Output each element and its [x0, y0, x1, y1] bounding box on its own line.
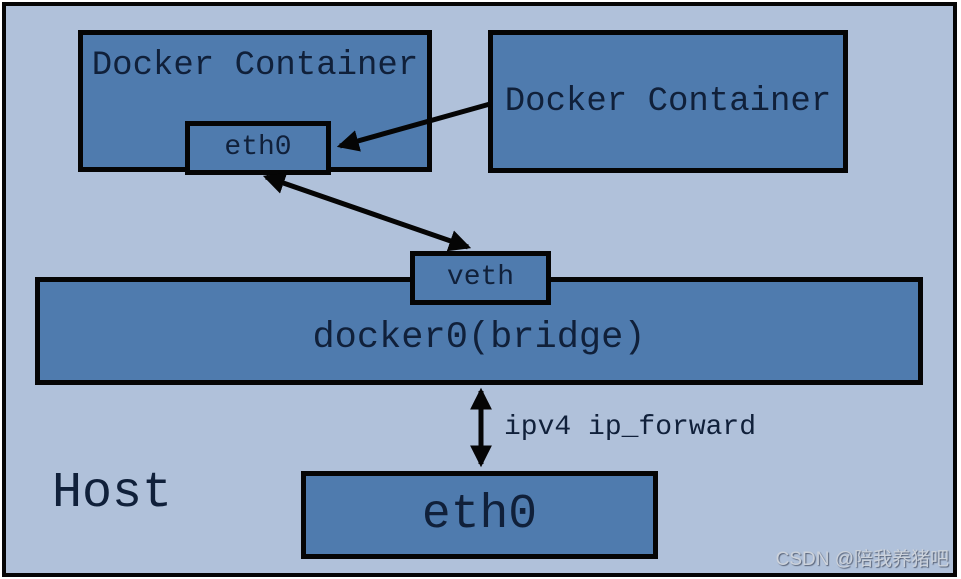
container-eth0-label: eth0 [224, 132, 292, 163]
host-eth0-box: eth0 [301, 471, 658, 559]
docker0-bridge-label: docker0(bridge) [312, 316, 646, 359]
docker-container-left-label: Docker Container [91, 47, 419, 85]
container-eth0-box: eth0 [185, 121, 331, 175]
watermark: CSDN @陪我养猪吧 [775, 549, 949, 570]
veth-box: veth [410, 251, 551, 305]
host-eth0-label: eth0 [421, 488, 538, 542]
ip-forward-label: ipv4 ip_forward [504, 412, 757, 443]
docker-container-right-box: Docker Container [488, 30, 848, 173]
docker-container-right-label: Docker Container [504, 82, 832, 121]
host-label: Host [52, 465, 173, 522]
veth-label: veth [446, 262, 515, 293]
